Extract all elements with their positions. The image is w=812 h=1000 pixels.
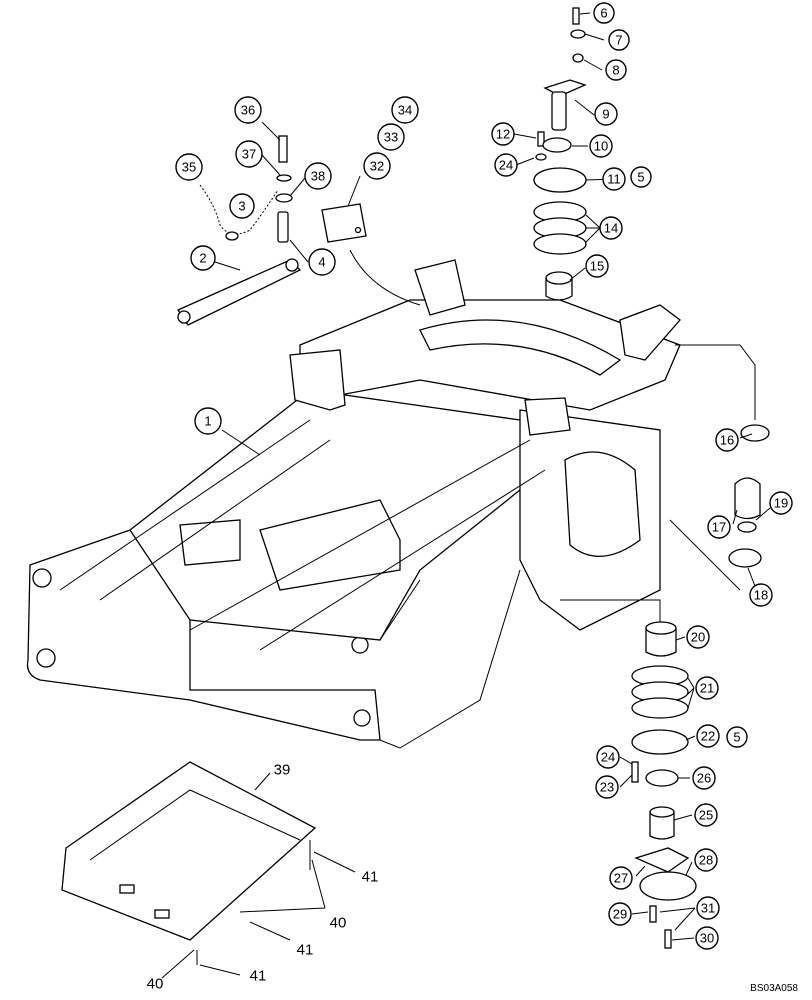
- callout-37: 37: [235, 140, 263, 168]
- callout-label: 29: [613, 907, 627, 922]
- callout-label: 25: [699, 808, 713, 823]
- callout-label: 26: [697, 771, 711, 786]
- callout-label: 12: [496, 127, 510, 142]
- callout-label: 21: [700, 681, 714, 696]
- label-41: 41: [297, 942, 314, 959]
- leader-lines: [161, 12, 771, 979]
- label-40: 40: [330, 915, 347, 932]
- callout-35: 35: [175, 153, 203, 181]
- callout-label: 10: [594, 139, 608, 154]
- bottom-plate: [61, 761, 317, 965]
- callout-5a: 5: [630, 166, 652, 188]
- callout-12: 12: [491, 122, 515, 146]
- callout-1: 1: [194, 407, 222, 435]
- callout-31: 31: [696, 896, 720, 920]
- callout-3: 3: [229, 193, 255, 219]
- callout-33: 33: [377, 123, 405, 151]
- callout-5b: 5: [726, 726, 748, 748]
- callout-11: 11: [602, 167, 626, 191]
- callout-label: 7: [615, 33, 622, 48]
- callout-label: 34: [398, 103, 412, 118]
- lower-pivot-stack: [560, 599, 697, 949]
- callout-24a: 24: [494, 153, 518, 177]
- upper-pivot-stack: [533, 7, 587, 301]
- callout-label: 37: [242, 147, 256, 162]
- label-41: 41: [362, 869, 379, 886]
- callout-24b: 24: [596, 745, 620, 769]
- callout-label: 32: [370, 159, 384, 174]
- drawing-number: BS03A058: [750, 983, 798, 994]
- callout-label: 3: [238, 199, 245, 214]
- callout-18: 18: [749, 583, 773, 607]
- callout-36: 36: [234, 96, 262, 124]
- callout-label: 24: [499, 158, 513, 173]
- callout-6: 6: [593, 2, 615, 24]
- callout-14: 14: [599, 216, 623, 240]
- callout-label: 17: [712, 520, 726, 535]
- callout-label: 9: [602, 107, 609, 122]
- callout-26: 26: [692, 766, 716, 790]
- callout-label: 20: [691, 630, 705, 645]
- callout-34: 34: [391, 96, 419, 124]
- callout-label: 8: [612, 63, 619, 78]
- callout-32: 32: [363, 152, 391, 180]
- callout-10: 10: [589, 134, 613, 158]
- callout-17: 17: [707, 515, 731, 539]
- callout-20: 20: [686, 625, 710, 649]
- callout-label: 33: [384, 130, 398, 145]
- label-39: 39: [274, 762, 291, 779]
- callout-label: 14: [604, 221, 618, 236]
- callout-label: 2: [199, 251, 206, 266]
- callout-label: 5: [637, 170, 644, 185]
- callout-label: 36: [241, 103, 255, 118]
- callout-38: 38: [304, 162, 332, 190]
- callout-9: 9: [594, 102, 618, 126]
- callout-16: 16: [715, 428, 739, 452]
- callout-label: 31: [701, 901, 715, 916]
- callout-label: 27: [614, 871, 628, 886]
- callout-23: 23: [595, 775, 619, 799]
- callout-label: 18: [754, 588, 768, 603]
- callout-label: 15: [590, 259, 604, 274]
- right-side-parts: [669, 344, 770, 591]
- callout-28: 28: [694, 848, 718, 872]
- label-40: 40: [147, 976, 164, 993]
- callout-4: 4: [308, 248, 336, 276]
- callout-8: 8: [605, 59, 627, 81]
- callout-label: 22: [701, 729, 715, 744]
- callout-label: 11: [607, 172, 621, 187]
- callout-label: 28: [699, 853, 713, 868]
- callout-29: 29: [608, 902, 632, 926]
- callout-label: 30: [700, 931, 714, 946]
- callout-label: 16: [720, 433, 734, 448]
- callout-7: 7: [608, 29, 630, 51]
- callout-21: 21: [695, 676, 719, 700]
- callout-label: 19: [774, 496, 788, 511]
- callout-label: 4: [318, 255, 325, 270]
- callout-27: 27: [609, 866, 633, 890]
- callout-label: 38: [311, 169, 325, 184]
- callout-label: 23: [600, 780, 614, 795]
- plain-labels: 39 41 40 41 40 41: [147, 762, 379, 993]
- callout-label: 1: [204, 414, 211, 429]
- label-41: 41: [250, 968, 267, 985]
- callout-label: 5: [733, 730, 740, 745]
- linkage-parts: [177, 135, 367, 326]
- callout-19: 19: [769, 491, 793, 515]
- callout-label: 6: [600, 6, 607, 21]
- callout-15: 15: [585, 254, 609, 278]
- callout-label: 24: [601, 750, 615, 765]
- callout-2: 2: [190, 245, 216, 271]
- callout-30: 30: [695, 926, 719, 950]
- chassis-frame: [26, 259, 681, 749]
- callout-label: 35: [182, 160, 196, 175]
- callout-25: 25: [694, 803, 718, 827]
- callout-22: 22: [696, 724, 720, 748]
